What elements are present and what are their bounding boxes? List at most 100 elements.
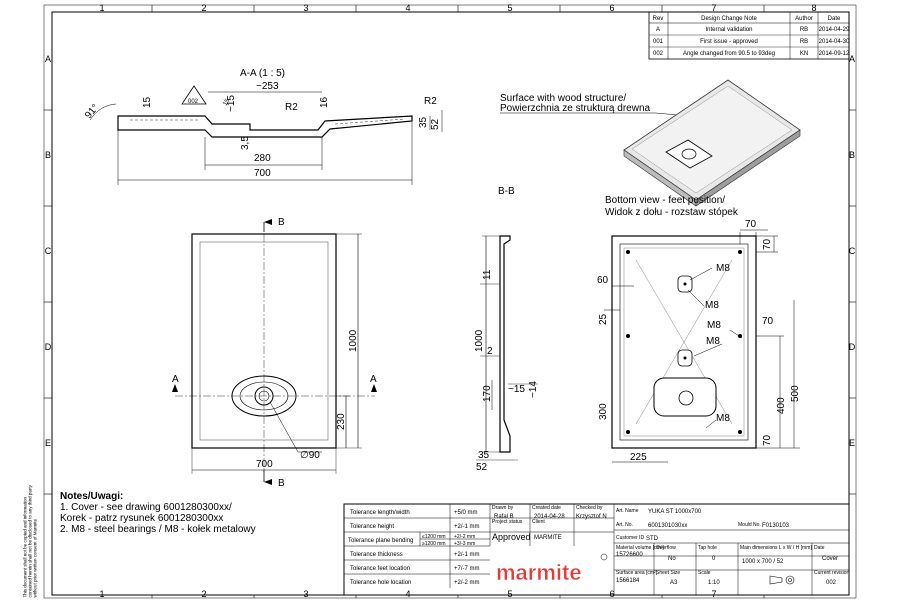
dim-r2-b: R2 xyxy=(424,96,437,107)
label-m8-2: M8 xyxy=(705,300,719,311)
title-block: Tolerance length/width +5/0 mm Tolerance… xyxy=(343,503,850,596)
dim-2: 2 xyxy=(487,346,493,357)
dim-35-aa: 35 xyxy=(418,116,429,128)
art-name-value: YUKA ST 1000x700 xyxy=(648,509,702,515)
rev-header-date: Date xyxy=(828,16,841,22)
rev-row2-rev: 001 xyxy=(653,39,664,45)
marmite-logo: marmite xyxy=(492,553,610,585)
client-label: Client xyxy=(532,519,545,525)
dim-15-small: 15 xyxy=(223,98,232,107)
dim-angle: 91° xyxy=(83,102,101,121)
rev-header-note: Design Change Note xyxy=(701,16,757,22)
tol-label-hole: Tolerance hole location xyxy=(350,580,411,586)
surface-note-pl: Powierzchnia ze strukturą drewna xyxy=(500,103,651,114)
dim-15-bb: ~15 xyxy=(508,384,525,395)
col-label-4b: 4 xyxy=(405,589,410,599)
dim-400: 400 xyxy=(776,397,787,414)
dim-225: 225 xyxy=(630,452,647,463)
rev-row1-date: 2014-04-29 xyxy=(819,27,850,33)
tol-value-plane-2: +3/-3 mm xyxy=(454,541,475,547)
scale-label: Scale xyxy=(698,570,711,576)
section-aa-view: A-A (1 : 5) ~253 280 700 91° 15 002 ~15 … xyxy=(83,68,443,185)
section-bb-title: B-B xyxy=(498,186,515,197)
col-label-5: 5 xyxy=(507,3,512,13)
col-label-2b: 2 xyxy=(201,589,206,599)
checked-value: Krzysztof N xyxy=(576,514,607,520)
dim-1000-bb: 1000 xyxy=(474,329,485,352)
notes-title: Notes/Uwagi: xyxy=(60,491,124,502)
tol-label-height: Tolerance height xyxy=(350,524,394,530)
tol-label-length: Tolerance length/width xyxy=(350,510,410,516)
bottom-view-title-pl: Widok z dołu - rozstaw stópek xyxy=(605,207,739,218)
dim-11: 11 xyxy=(482,269,493,280)
rev-row3-rev: 002 xyxy=(653,51,664,57)
row-label-d-r: D xyxy=(849,342,856,352)
col-label-3b: 3 xyxy=(303,589,308,599)
dim-14-bb: ~14 xyxy=(528,381,539,398)
rev-row2-date: 2014-04-30 xyxy=(819,39,850,45)
label-m8-3: M8 xyxy=(707,320,721,331)
revision-value: 002 xyxy=(826,580,837,586)
top-view: B B A A 1000 230 700 ∅90 xyxy=(172,217,377,489)
section-bb-profile xyxy=(499,235,511,453)
col-label-6: 6 xyxy=(609,3,614,13)
dim-52-bb: 52 xyxy=(476,462,488,473)
dim-280: 280 xyxy=(254,153,271,164)
dim-35-bb: 35 xyxy=(478,450,490,461)
col-label-7b: 7 xyxy=(711,589,716,599)
dim-16: 16 xyxy=(319,96,330,108)
dim-diameter-90: ∅90 xyxy=(300,450,320,461)
logo-text: marmite xyxy=(496,560,582,585)
marker-a-left: A xyxy=(172,374,179,385)
row-label-b-r: B xyxy=(849,150,855,160)
tol-value-hole: +2/-2 mm xyxy=(454,580,480,586)
date-label: Date xyxy=(814,545,825,551)
row-label-e: E xyxy=(45,438,51,448)
col-label-7: 7 xyxy=(711,3,716,13)
col-label-1: 1 xyxy=(99,3,104,13)
marker-b-bottom: B xyxy=(278,478,285,489)
dim-700-aa: 700 xyxy=(254,168,271,179)
notes-line-2: Korek - patrz rysunek 6001280300xx xyxy=(60,513,224,524)
overflow-value: No xyxy=(668,556,676,562)
surface-area-label: Surface area [cm²] xyxy=(616,570,658,576)
material-value: 15726600 xyxy=(616,552,643,558)
customer-value: STD xyxy=(646,536,659,542)
revision-label: Current revision xyxy=(814,570,850,576)
label-m8-4: M8 xyxy=(706,336,720,347)
rev-row3-author: KN xyxy=(800,51,808,57)
rev-row2-note: First issue - approved xyxy=(700,39,758,45)
tol-value-plane-1: +2/-2 mm xyxy=(454,534,475,540)
tol-value-length: +5/0 mm xyxy=(454,510,478,516)
surface-area-value: 1566184 xyxy=(616,578,640,584)
drain-cover xyxy=(665,139,713,169)
mould-value: F0130103 xyxy=(762,523,790,529)
tol-sub-le1200: ≤1200 mm xyxy=(422,534,446,540)
rev-row3-note: Angle changed from 90.5 to 93deg xyxy=(683,51,775,57)
checked-label: Checked by xyxy=(576,505,603,511)
client-value: MARMITE xyxy=(534,535,562,541)
tol-value-thickness: +2/-1 mm xyxy=(454,552,480,558)
dim-300: 300 xyxy=(598,403,609,420)
row-label-c: C xyxy=(45,246,52,256)
rev-header-rev: Rev xyxy=(653,16,664,22)
project-status-value: Approved xyxy=(492,532,531,542)
mould-label: Mould No. xyxy=(738,522,761,528)
notes-line-3: 2. M8 - steel bearings / M8 - kołek meta… xyxy=(60,524,256,535)
revision-table: Rev Design Change Note Author Date A Int… xyxy=(648,11,850,60)
art-name-label: Art. Name xyxy=(616,508,639,514)
surface-note-en: Surface with wood structure/ xyxy=(500,93,626,104)
marker-a-right: A xyxy=(370,374,377,385)
surface-symbol xyxy=(181,85,207,105)
label-m8-1: M8 xyxy=(716,263,730,274)
dim-r2-a: R2 xyxy=(285,102,298,113)
col-label-6b: 6 xyxy=(609,589,614,599)
surface-symbol-code: 002 xyxy=(188,99,199,105)
confidentiality-note: This document shall not be copied and in… xyxy=(22,485,38,598)
label-m8-5: M8 xyxy=(716,413,730,424)
dim-70-right: 70 xyxy=(762,238,773,250)
notes-block: Notes/Uwagi: 1. Cover - see drawing 6001… xyxy=(60,491,350,535)
project-status-label: Project status xyxy=(492,519,523,525)
tol-value-height: +2/-1 mm xyxy=(454,524,480,530)
